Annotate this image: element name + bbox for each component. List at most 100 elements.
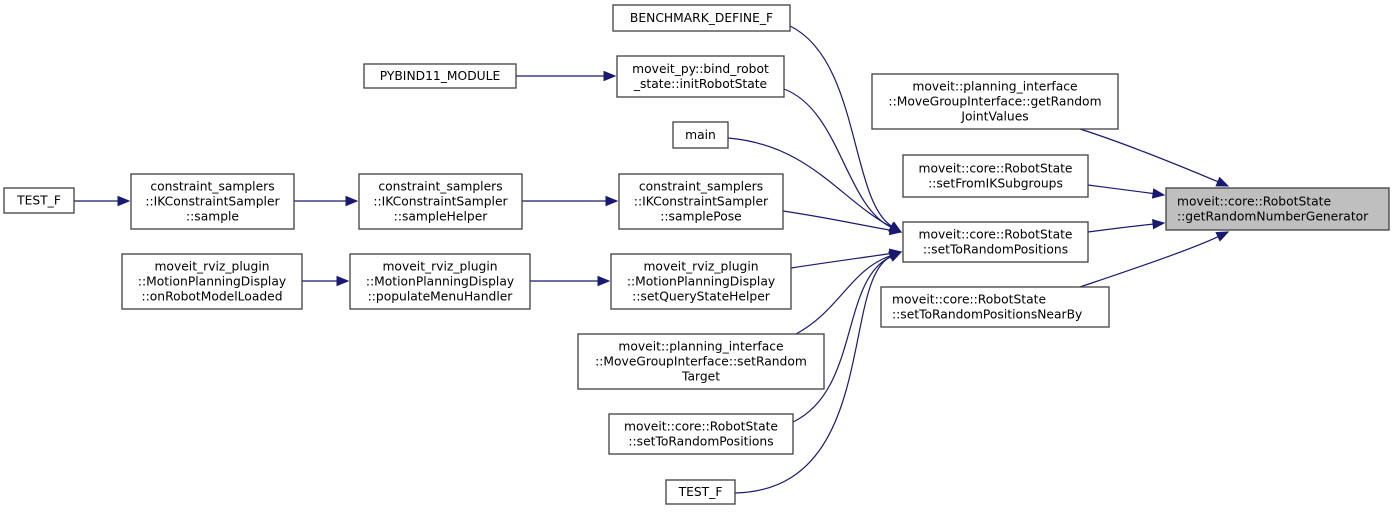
edge-line (790, 252, 891, 269)
node-box (130, 173, 295, 230)
node-label-line: TEST_F (678, 485, 723, 499)
node-label-line: _state::initRobotState (633, 77, 767, 91)
node-box (349, 253, 531, 310)
node-label-line: moveit::core::RobotState (1177, 195, 1331, 209)
edge-setToRandomPositions-to-target (1087, 218, 1166, 233)
node-setToRandomPositions[interactable]: moveit::core::RobotState::setToRandomPos… (902, 221, 1089, 263)
edge-line (795, 255, 891, 335)
node-label-line: ::MoveGroupInterface::setRandom (595, 355, 807, 369)
arrowhead-icon (1215, 176, 1230, 187)
node-label-line: moveit_rviz_plugin (643, 260, 758, 274)
node-box (618, 173, 784, 230)
node-box (665, 479, 736, 505)
node-setFromIKSubgroups[interactable]: moveit::core::RobotState::setFromIKSubgr… (902, 154, 1089, 198)
node-label-line: ::MotionPlanningDisplay (627, 275, 775, 289)
node-setToRandomPositionsNearBy[interactable]: moveit::core::RobotState::setToRandomPos… (880, 286, 1110, 328)
edge-PYBIND11_MODULE-to-initRobotState (515, 70, 617, 82)
edge-onRobotModelLoaded-to-populateMenuHandler (302, 275, 350, 287)
node-label-line: ::setQueryStateHelper (632, 290, 771, 304)
edge-line (783, 88, 892, 228)
node-samplePose[interactable]: constraint_samplers::IKConstraintSampler… (618, 173, 784, 230)
arrowhead-icon (888, 224, 903, 236)
node-label-line: moveit::core::RobotState (892, 293, 1046, 307)
node-label-line: ::setToRandomPositions (923, 243, 1068, 257)
node-box (902, 221, 1089, 263)
arrowhead-icon (888, 251, 903, 262)
node-BENCHMARK_DEFINE_F[interactable]: BENCHMARK_DEFINE_F (612, 4, 791, 32)
node-label-line: ::sampleHelper (394, 210, 489, 224)
node-initRobotState[interactable]: moveit_py::bind_robot_state::initRobotSt… (616, 55, 785, 98)
node-setRandomTarget[interactable]: moveit::planning_interface::MoveGroupInt… (577, 333, 825, 390)
node-label-line: moveit::core::RobotState (624, 420, 778, 434)
arrowhead-icon (117, 195, 131, 207)
edge-setToRandomPositionsNearBy-to-target (1079, 231, 1230, 288)
node-target: moveit::core::RobotState::getRandomNumbe… (1165, 187, 1390, 231)
node-label-line: moveit::core::RobotState (918, 162, 1072, 176)
edge-setFromIKSubgroups-to-target (1087, 184, 1166, 199)
node-box (577, 333, 825, 390)
edge-line (1079, 128, 1219, 183)
arrowhead-icon (605, 195, 619, 207)
node-box (610, 253, 792, 310)
node-box (358, 173, 523, 230)
node-label-line: moveit_rviz_plugin (154, 260, 269, 274)
node-box (3, 187, 75, 214)
node-label-line: moveit::planning_interface (912, 80, 1077, 94)
node-label-line: Target (681, 370, 720, 384)
edge-line (734, 256, 892, 494)
edge-line (792, 256, 892, 423)
node-box (612, 4, 791, 32)
node-box (880, 286, 1110, 328)
node-box (902, 154, 1089, 198)
edge-line (1079, 236, 1219, 288)
node-box (608, 413, 794, 455)
node-label-line: ::samplePose (660, 210, 741, 224)
node-label-line: ::MoveGroupInterface::getRandom (888, 95, 1101, 109)
node-box (363, 63, 517, 89)
node-label-line: moveit::core::RobotState (918, 228, 1072, 242)
node-TEST_F_2[interactable]: TEST_F (665, 479, 736, 505)
node-label-line: ::setToRandomPositionsNearBy (892, 308, 1082, 322)
arrowhead-icon (336, 275, 350, 287)
nodes-layer: moveit::core::RobotState::getRandomNumbe… (3, 4, 1390, 505)
edge-getRandomJointValues-to-target (1079, 128, 1230, 187)
node-getRandomJointValues[interactable]: moveit::planning_interface::MoveGroupInt… (871, 73, 1119, 130)
node-label-line: ::IKConstraintSampler (373, 195, 508, 209)
node-setToRandomPositions2[interactable]: moveit::core::RobotState::setToRandomPos… (608, 413, 794, 455)
node-sampleHelper[interactable]: constraint_samplers::IKConstraintSampler… (358, 173, 523, 230)
node-label-line: moveit::planning_interface (618, 340, 783, 354)
node-label-line: ::setFromIKSubgroups (928, 177, 1063, 191)
node-label-line: constraint_samplers (150, 180, 274, 194)
node-label-line: JointValues (960, 110, 1028, 124)
node-label-line: ::sample (186, 210, 239, 224)
edge-line (1087, 223, 1154, 233)
node-label-line: constraint_samplers (378, 180, 502, 194)
arrowhead-icon (1215, 231, 1230, 242)
edge-TEST_F_2-to-setToRandomPositions (734, 251, 903, 494)
node-label-line: ::populateMenuHandler (368, 290, 514, 304)
node-box (871, 73, 1119, 130)
node-label-line: ::IKConstraintSampler (634, 195, 769, 209)
node-setQueryStateHelper[interactable]: moveit_rviz_plugin::MotionPlanningDispla… (610, 253, 792, 310)
node-box (1165, 187, 1390, 231)
edge-populateMenuHandler-to-setQueryStateHelper (530, 275, 611, 287)
edge-TEST_F_1-to-sample (74, 195, 131, 207)
node-label-line: ::IKConstraintSampler (145, 195, 280, 209)
node-label-line: ::onRobotModelLoaded (141, 290, 282, 304)
node-onRobotModelLoaded[interactable]: moveit_rviz_plugin::MotionPlanningDispla… (121, 253, 303, 310)
node-populateMenuHandler[interactable]: moveit_rviz_plugin::MotionPlanningDispla… (349, 253, 531, 310)
node-label-line: BENCHMARK_DEFINE_F (630, 11, 773, 25)
node-sample[interactable]: constraint_samplers::IKConstraintSampler… (130, 173, 295, 230)
edge-line (782, 210, 891, 231)
node-TEST_F_1[interactable]: TEST_F (3, 187, 75, 214)
node-label-line: constraint_samplers (639, 180, 763, 194)
node-box (121, 253, 303, 310)
node-label-line: ::setToRandomPositions (628, 435, 773, 449)
arrowhead-icon (345, 195, 359, 207)
arrowhead-icon (597, 275, 611, 287)
node-main[interactable]: main (672, 121, 729, 149)
edge-sample-to-sampleHelper (294, 195, 359, 207)
node-box (616, 55, 785, 98)
node-box (672, 121, 729, 149)
node-PYBIND11_MODULE[interactable]: PYBIND11_MODULE (363, 63, 517, 89)
